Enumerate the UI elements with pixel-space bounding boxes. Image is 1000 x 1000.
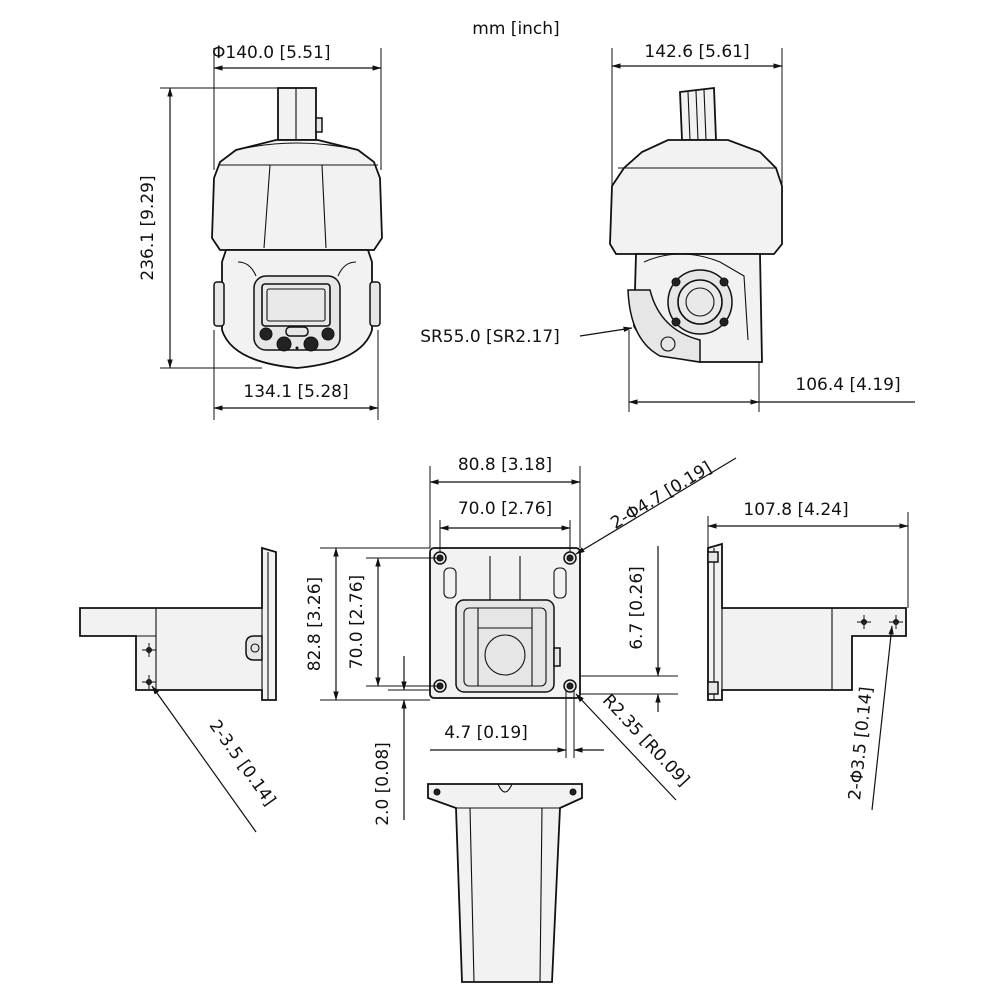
corner-hole-icon	[563, 679, 577, 693]
flange-hole-vertical-spacing-label: 70.0 [2.76]	[347, 575, 367, 669]
side-view-dimensions: 142.6 [5.61] SR55.0 [SR2.17] 106.4 [4.19…	[420, 42, 915, 412]
ir-led-icon	[303, 336, 319, 352]
front-base-width-label: 134.1 [5.28]	[243, 382, 348, 402]
side-width-label: 142.6 [5.61]	[644, 42, 749, 62]
flange-hole-width-label: 4.7 [0.19]	[444, 723, 528, 743]
side-radius-label: SR55.0 [SR2.17]	[420, 327, 560, 347]
mount-hole-icon	[889, 615, 903, 629]
front-lens-window	[261, 283, 331, 327]
side-upper-housing	[609, 139, 783, 255]
bracket-front-view	[427, 783, 583, 983]
front-upper-housing	[211, 139, 383, 251]
corner-hole-icon	[563, 551, 577, 565]
bracket-right-length-label: 107.8 [4.24]	[743, 500, 848, 520]
bracket-arm-body	[427, 783, 583, 983]
flange-corner-holes-label: 2-Φ4.7 [0.19]	[607, 458, 715, 534]
flange-edge-offset-label: 6.7 [0.26]	[627, 566, 647, 650]
mount-hole-icon	[142, 643, 156, 657]
front-view-camera	[211, 87, 383, 369]
bracket-right-view: 107.8 [4.24] 2-Φ3.5 [0.14]	[707, 500, 909, 811]
flange-hole-spacing-label: 70.0 [2.76]	[458, 499, 552, 519]
mount-hole-icon	[142, 675, 156, 689]
ir-led-icon	[259, 327, 273, 341]
front-diameter-label: Φ140.0 [5.51]	[212, 43, 331, 63]
flange-outer-width-label: 80.8 [3.18]	[458, 455, 552, 475]
bracket-right-body	[707, 542, 907, 701]
bracket-left-body	[79, 546, 277, 701]
units-label: mm [inch]	[472, 19, 559, 39]
mount-hole-icon	[857, 615, 871, 629]
bracket-flange-view	[429, 547, 581, 699]
bracket-left-view: 2-3.5 [0.14]	[79, 546, 280, 833]
ir-led-icon	[321, 327, 335, 341]
bracket-left-holes-label: 2-3.5 [0.14]	[205, 716, 280, 809]
front-mount-pipe	[277, 87, 317, 141]
side-depth-label: 106.4 [4.19]	[795, 375, 900, 395]
bracket-right-holes-label: 2-Φ3.5 [0.14]	[845, 686, 877, 801]
ir-led-icon	[276, 336, 292, 352]
side-view-camera	[609, 86, 783, 363]
flange-outer-height-label: 82.8 [3.26]	[305, 577, 325, 671]
flange-corner-radius-label: R2.35 [R0.09]	[598, 691, 693, 791]
front-view-dimensions: Φ140.0 [5.51] 236.1 [9.29] 134.1 [5.28]	[138, 43, 382, 420]
flange-bottom-offset-label: 2.0 [0.08]	[373, 742, 393, 826]
front-height-label: 236.1 [9.29]	[138, 175, 158, 280]
